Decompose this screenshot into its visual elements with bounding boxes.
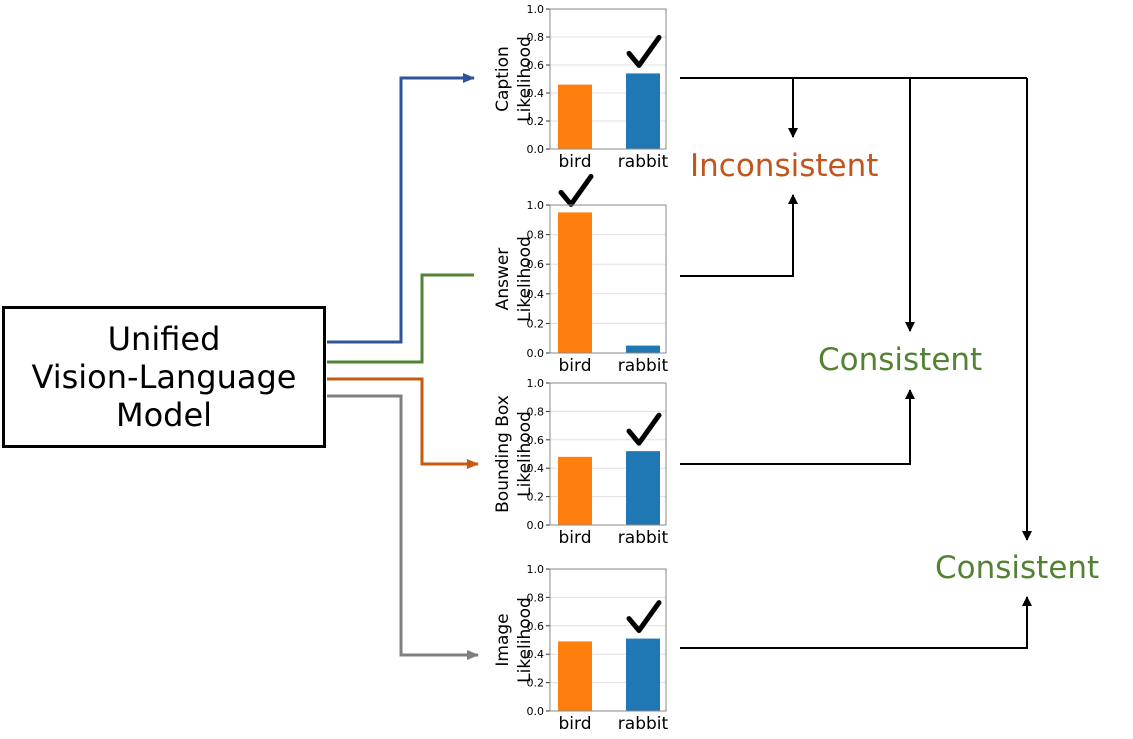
y-tick-label: 0.2 [527,317,545,330]
y-tick-label: 0.6 [527,258,545,271]
chart-3: 0.0 0.2 0.4 0.6 0.8 1.0 bird rabbit Bounding Box… [493,377,669,548]
y-tick-label: 0.0 [527,347,545,360]
y-tick-label: 0.6 [527,620,545,633]
y-tick-label: 0.2 [527,677,545,690]
y-tick-label: 1.0 [527,3,545,16]
y-tick-label: 0.4 [527,87,545,100]
x-tick-label: bird [559,356,592,376]
caption-route-arrow [327,73,475,344]
x-tick-label: bird [559,714,592,734]
plot-frame [549,8,667,150]
bar-bird [558,212,592,353]
y-tick-label: 1.0 [527,563,545,576]
x-tick-label: rabbit [618,714,669,734]
y-tick-label: 0.0 [527,143,545,156]
verdict-inconsistent: Inconsistent [690,148,879,184]
y-tick-label: 0.8 [527,405,545,418]
x-tick-label: rabbit [618,152,669,172]
image-route-arrow [327,394,479,660]
image-to-consistent-arrow [680,596,1032,649]
verdict-consistent-bbox: Consistent [818,342,983,378]
plot-frame [549,568,667,712]
y-tick-label: 0.4 [527,648,545,661]
bbox-route-arrow [327,377,479,469]
y-tick-label: 0.2 [527,115,545,128]
model-label-line-3: Model [115,396,213,434]
y-tick-label: 0.8 [527,229,545,242]
y-axis-label: Bounding Box [493,395,513,513]
y-tick-label: 0.6 [527,434,545,447]
y-tick-label: 0.6 [527,59,545,72]
model-label-line-2: Vision-Language [31,358,297,396]
y-tick-label: 0.8 [527,591,545,604]
y-axis-label: Likelihood [515,236,535,322]
y-axis-label: Likelihood [515,411,535,497]
plot-frame [549,382,667,526]
verdict-consistent-image: Consistent [935,550,1100,586]
x-tick-label: bird [559,528,592,548]
x-tick-label: bird [559,152,592,172]
y-tick-label: 0.4 [527,288,545,301]
y-tick-label: 1.0 [527,199,545,212]
checkmark-icon [558,173,594,207]
y-tick-label: 0.0 [527,519,545,532]
y-tick-label: 0.8 [527,31,545,44]
y-axis-label: Image [493,613,513,666]
answer-to-inconsistent-arrow [680,194,798,277]
y-tick-label: 1.0 [527,377,545,390]
bar-rabbit [626,345,660,353]
bar-bird [558,84,592,149]
y-tick-label: 0.0 [527,705,545,718]
y-axis-label: Caption [493,46,513,112]
plot-frame [549,204,667,354]
y-axis-label: Answer [493,248,513,311]
bar-bird [558,456,592,525]
bar-rabbit [626,73,660,149]
answer-route-line [327,273,474,364]
bar-rabbit [626,638,660,711]
checkmark-icon [626,34,662,68]
bbox-to-consistent-arrow [680,389,915,465]
bar-rabbit [626,451,660,525]
checkmark-icon [626,412,662,446]
y-tick-label: 0.4 [527,462,545,475]
y-tick-label: 0.2 [527,491,545,504]
y-axis-label: Likelihood [515,36,535,122]
x-tick-label: rabbit [618,356,669,376]
model-label-line-1: Unified [107,320,221,358]
checkmark-icon [626,600,662,634]
unified-model-box: Unified Vision-Language Model [2,306,326,448]
y-axis-label: Likelihood [515,597,535,683]
x-tick-label: rabbit [618,528,669,548]
bar-bird [558,641,592,711]
